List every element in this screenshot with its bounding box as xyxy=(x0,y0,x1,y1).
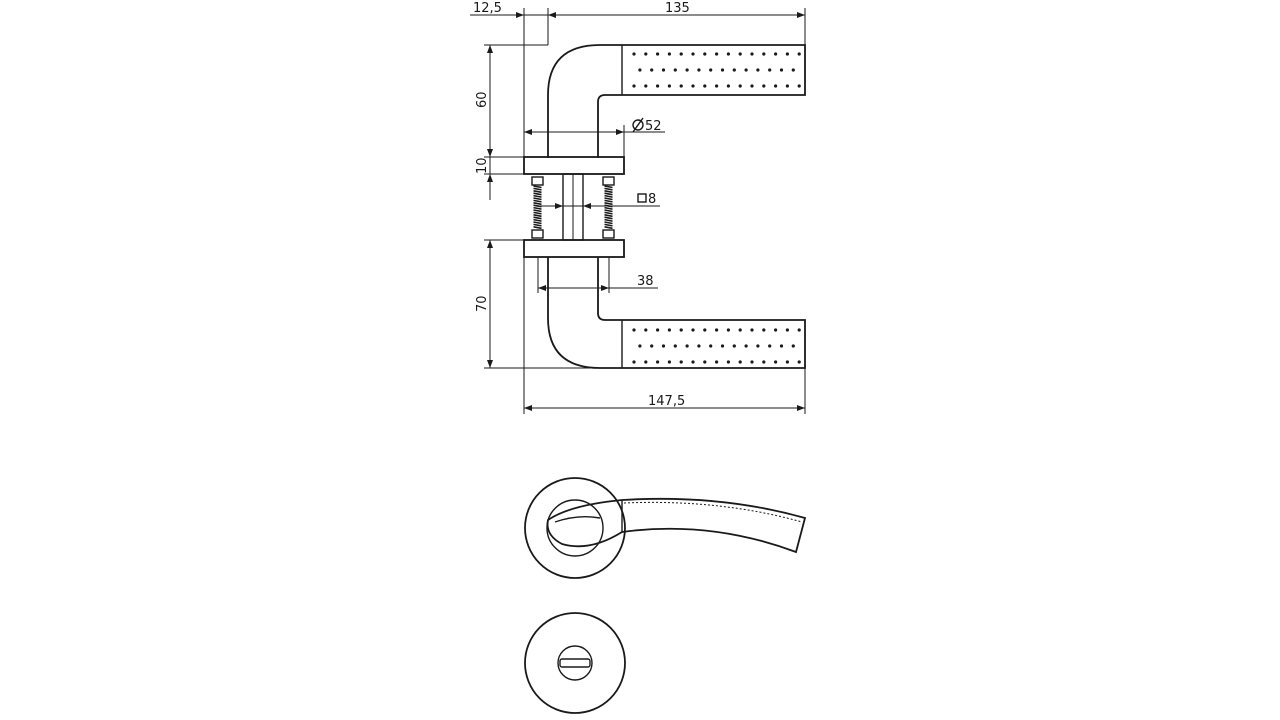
dim-spindle-span-label: 38 xyxy=(637,274,654,289)
dim-rose-thickness-label: 12,5 xyxy=(473,1,502,16)
handle-top-view xyxy=(524,477,807,579)
grip-dots-top xyxy=(632,52,801,88)
dim-spindle-square-label: 8 xyxy=(648,192,656,207)
spindle-assembly xyxy=(531,173,615,241)
dim-overall-length-label: 147,5 xyxy=(648,394,685,409)
privacy-turn-rose xyxy=(524,612,626,714)
dim-rose-height-label: 10 xyxy=(475,157,490,174)
dimension-left-top: 60 10 xyxy=(475,44,548,200)
grip-dots-bottom xyxy=(632,328,801,364)
dimension-span: 38 xyxy=(537,257,658,293)
bottom-rose xyxy=(523,239,625,258)
top-rose xyxy=(523,156,625,175)
dimension-top: 12,5 135 xyxy=(470,1,806,157)
dim-lever-length-label: 135 xyxy=(665,1,690,16)
dimension-left-bottom: 70 xyxy=(475,239,600,369)
dimension-overall: 147,5 xyxy=(523,257,806,414)
fixing-screw-right xyxy=(604,185,613,230)
diameter-symbol-icon xyxy=(632,117,644,133)
bottom-lever xyxy=(547,257,806,369)
dimension-diameter: 52 xyxy=(524,117,665,157)
fixing-screw-left xyxy=(533,185,542,230)
dim-rose-diameter-label: 52 xyxy=(645,119,662,134)
dimension-spindle: 8 xyxy=(540,192,660,209)
square-symbol-icon xyxy=(637,193,647,203)
dim-top-height-label: 60 xyxy=(475,91,490,108)
top-lever xyxy=(547,44,806,158)
dim-bottom-height-label: 70 xyxy=(475,295,490,312)
